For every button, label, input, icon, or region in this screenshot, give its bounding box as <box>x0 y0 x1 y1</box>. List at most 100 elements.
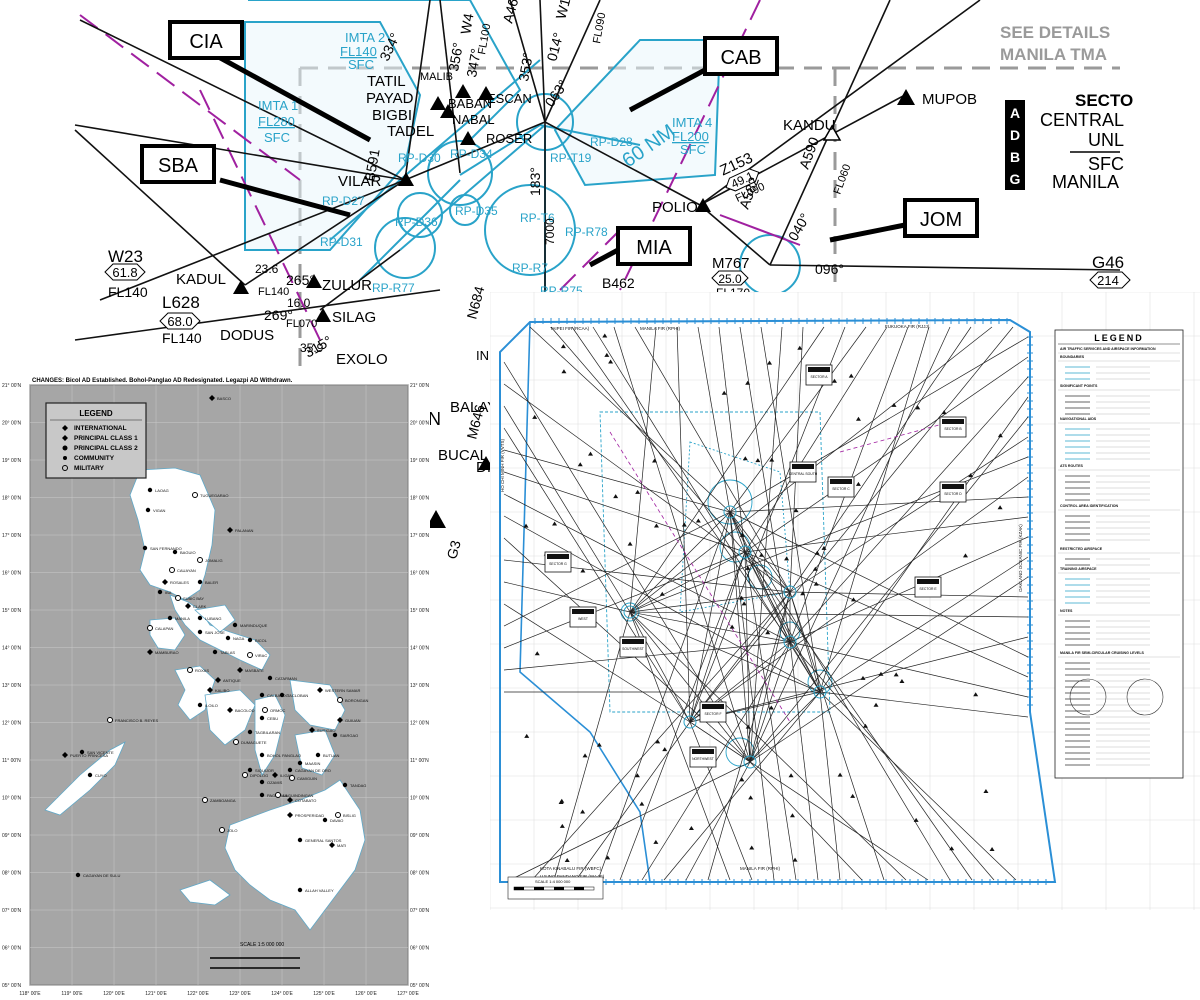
airport-label: ALLAH VALLEY <box>305 888 334 893</box>
svg-text:OAKLAND OCEANIC FIR (KZAK): OAKLAND OCEANIC FIR (KZAK) <box>1018 524 1023 592</box>
svg-text:23.6: 23.6 <box>255 262 279 276</box>
svg-text:NABAL: NABAL <box>452 112 495 127</box>
airport-label: MANILA <box>175 616 190 621</box>
waypoint-triangle <box>605 855 611 860</box>
waypoint-triangle <box>745 380 751 385</box>
latitude-label: 07° 00'N <box>2 908 21 914</box>
svg-text:RP-D34: RP-D34 <box>450 147 493 161</box>
svg-text:JOM: JOM <box>920 209 962 231</box>
svg-text:SFC: SFC <box>264 130 290 145</box>
airport-marker <box>212 649 218 655</box>
waypoint-triangle <box>814 550 820 555</box>
waypoint-triangle <box>832 378 838 383</box>
waypoint-triangle <box>968 473 974 478</box>
svg-text:N684: N684 <box>463 284 487 321</box>
svg-text:M767: M767 <box>712 255 750 272</box>
waypoint-triangle <box>800 591 806 596</box>
waypoint-triangle <box>997 433 1003 438</box>
airport-label: BUTUAN <box>323 753 340 758</box>
airport-marker-military <box>335 812 341 818</box>
airport-label: TAGBILARAN <box>255 730 280 735</box>
airport-label: OZAMIS <box>267 780 283 785</box>
waypoint-triangle <box>729 624 735 629</box>
legend-section-title: SIGNIFICANT POINTS <box>1060 384 1098 388</box>
svg-text:RP-R7: RP-R7 <box>512 261 548 275</box>
svg-text:COMMUNITY: COMMUNITY <box>74 455 115 462</box>
waypoint-triangle <box>741 601 747 606</box>
route-g46: G46 214 <box>1089 253 1131 289</box>
waypoint-triangle <box>973 692 979 697</box>
airport-marker-international <box>227 707 233 713</box>
svg-text:RP-T19: RP-T19 <box>550 151 592 165</box>
svg-text:SBA: SBA <box>158 155 199 177</box>
airport-marker <box>197 629 203 635</box>
airport-marker-military <box>247 652 253 658</box>
sector-box-cab: CAB <box>703 36 779 76</box>
svg-text:B591: B591 <box>361 147 382 182</box>
svg-text:RP-D36: RP-D36 <box>395 215 438 229</box>
waypoint-triangle <box>739 777 745 782</box>
latitude-label: 20° 00'N <box>2 421 21 427</box>
airport-label: CALAPAN <box>155 626 173 631</box>
svg-text:FL280: FL280 <box>258 114 295 129</box>
airport-label: BOHOL PANGLAO <box>267 753 301 758</box>
airport-marker <box>322 817 328 823</box>
waypoint-triangle <box>627 541 633 546</box>
airport-label: COTABATO <box>295 798 316 803</box>
airport-label: CATARMAN <box>275 676 297 681</box>
svg-text:ZULUR: ZULUR <box>322 277 372 294</box>
svg-text:25.0: 25.0 <box>718 272 742 286</box>
airport-marker <box>225 635 231 641</box>
waypoint-triangle <box>745 565 751 570</box>
latitude-label: 13° 00'N <box>410 683 429 689</box>
airport-label: DUMAGUETE <box>241 740 267 745</box>
airport-marker-military <box>262 707 268 713</box>
enroute-scale: SCALE 1:4 000 000 <box>507 876 604 900</box>
airport-label: MAMBURAO <box>155 650 179 655</box>
longitude-label: 121° 00'E <box>145 991 167 997</box>
airport-marker <box>197 579 203 585</box>
waypoint-triangle <box>789 813 795 818</box>
svg-text:RP-D27: RP-D27 <box>322 194 365 208</box>
legend-section-title: RESTRICTED AIRSPACE <box>1060 547 1103 551</box>
waypoint-triangle <box>821 545 827 550</box>
waypoint-triangle <box>891 402 897 407</box>
waypoint-triangle <box>860 675 866 680</box>
svg-text:TADEL: TADEL <box>387 123 434 140</box>
svg-text:353°: 353° <box>515 51 536 82</box>
navaid-compass-rose <box>723 505 737 519</box>
latitude-label: 13° 00'N <box>2 683 21 689</box>
airport-label: CLARK <box>193 604 207 609</box>
airport-marker-international <box>237 667 243 673</box>
svg-text:G46: G46 <box>1092 253 1124 272</box>
latitude-label: 05° 00'N <box>410 983 429 989</box>
latitude-label: 07° 00'N <box>410 908 429 914</box>
waypoint-triangle <box>653 523 659 528</box>
svg-text:LEGEND: LEGEND <box>1094 333 1144 343</box>
airport-marker <box>297 887 303 893</box>
svg-text:35.9: 35.9 <box>300 341 324 355</box>
latitude-label: 16° 00'N <box>410 571 429 577</box>
airport-marker-military <box>107 717 113 723</box>
airport-label: JOMALIG <box>205 558 223 563</box>
navaid-compass-rose <box>738 545 752 559</box>
longitude-label: 120° 00'E <box>103 991 125 997</box>
airport-marker-military <box>233 739 239 745</box>
airport-marker <box>167 615 173 621</box>
airport-label: BASCO <box>217 396 231 401</box>
airport-label: LUBANG <box>205 616 221 621</box>
airport-label: MARINDUQUE <box>240 623 268 628</box>
airport-marker-international <box>287 812 293 818</box>
waypoint-triangle <box>653 839 659 844</box>
airport-marker <box>315 752 321 758</box>
waypoint-triangle <box>748 795 754 800</box>
svg-text:SECTOR D: SECTOR D <box>944 492 962 496</box>
svg-text:BUCAL: BUCAL <box>438 447 488 464</box>
waypoint-triangle <box>580 809 586 814</box>
svg-text:SCALE 1:4 000 000: SCALE 1:4 000 000 <box>535 879 571 884</box>
svg-text:UJUNG PANDANG FIR (WAAF): UJUNG PANDANG FIR (WAAF) <box>540 874 605 879</box>
airport-label: SIQUIJOR <box>255 768 274 773</box>
airport-label: PUERTO PRINCESA <box>70 753 108 758</box>
airport-label: JOLO <box>227 828 237 833</box>
waypoint-triangle <box>608 359 614 364</box>
